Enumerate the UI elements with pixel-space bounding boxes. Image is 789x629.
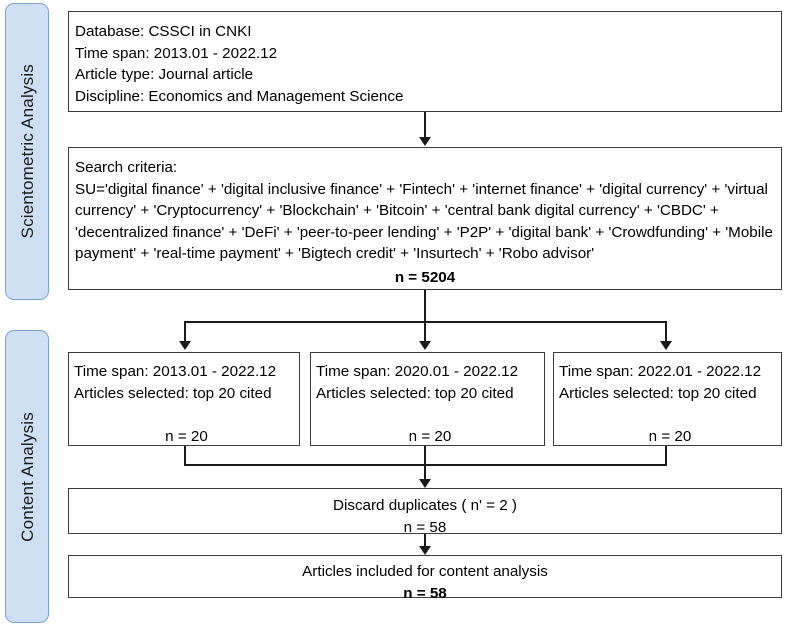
arrowhead-merge-to-discard-icon xyxy=(419,479,431,488)
connector-merge-stem xyxy=(424,464,426,486)
connector-search-stem xyxy=(424,290,426,322)
arrowhead-fanout-left-icon xyxy=(179,341,191,350)
time-span-box-2: Time span: 2020.01 - 2022.12 Articles se… xyxy=(310,352,545,446)
discard-duplicates-count: n = 58 xyxy=(403,518,447,536)
articles-included-title: Articles included for content analysis xyxy=(302,563,548,580)
phase-label-content-analysis: Content Analysis xyxy=(5,330,49,623)
phase-label-scientometric-analysis: Scientometric Analysis xyxy=(5,3,49,300)
phase-label-text: Scientometric Analysis xyxy=(17,64,37,239)
discard-duplicates-box: Discard duplicates ( n' = 2 ) n = 58 xyxy=(68,488,782,536)
time-span-3-selection: Articles selected: top 20 cited xyxy=(559,384,757,402)
time-span-1-selection: Articles selected: top 20 cited xyxy=(74,384,272,402)
arrowhead-database-to-search-icon xyxy=(419,137,431,146)
articles-included-box: Articles included for content analysis n… xyxy=(68,555,782,602)
search-criteria-box: Search criteria: SU='digital finance' + … xyxy=(68,147,782,290)
articles-included-count: n = 58 xyxy=(403,584,447,602)
search-criteria-count: n = 5204 xyxy=(394,268,456,286)
connector-discard-to-included xyxy=(424,534,426,550)
time-span-3-count: n = 20 xyxy=(648,428,692,445)
time-span-3-range: Time span: 2022.01 - 2022.12 xyxy=(559,363,762,380)
arrowhead-discard-to-included-icon xyxy=(419,546,431,555)
database-criteria-text: Database: CSSCI in CNKI Time span: 2013.… xyxy=(75,23,404,105)
connector-fanout-branch-right xyxy=(665,321,667,343)
phase-label-text: Content Analysis xyxy=(17,411,37,542)
time-span-1-count: n = 20 xyxy=(165,428,208,445)
connector-merge-branch-middle xyxy=(424,446,426,466)
connector-merge-branch-left xyxy=(184,446,186,466)
connector-fanout-branch-left xyxy=(184,321,186,343)
time-span-2-selection: Articles selected: top 20 cited xyxy=(316,384,514,402)
connector-merge-branch-right xyxy=(665,446,667,466)
connector-fanout-branch-middle xyxy=(424,321,426,343)
time-span-box-3: Time span: 2022.01 - 2022.12 Articles se… xyxy=(553,352,782,446)
arrowhead-fanout-right-icon xyxy=(660,341,672,350)
connector-database-to-search xyxy=(424,112,426,139)
time-span-box-1: Time span: 2013.01 - 2022.12 Articles se… xyxy=(68,352,300,446)
database-criteria-box: Database: CSSCI in CNKI Time span: 2013.… xyxy=(68,11,782,112)
search-criteria-heading: Search criteria: xyxy=(75,159,178,176)
time-span-2-range: Time span: 2020.01 - 2022.12 xyxy=(316,363,519,380)
search-criteria-query: SU='digital finance' + 'digital inclusiv… xyxy=(75,180,778,263)
discard-duplicates-title: Discard duplicates ( n' = 2 ) xyxy=(333,497,517,514)
time-span-1-range: Time span: 2013.01 - 2022.12 xyxy=(74,363,277,380)
arrowhead-fanout-middle-icon xyxy=(419,341,431,350)
time-span-2-count: n = 20 xyxy=(408,428,452,445)
